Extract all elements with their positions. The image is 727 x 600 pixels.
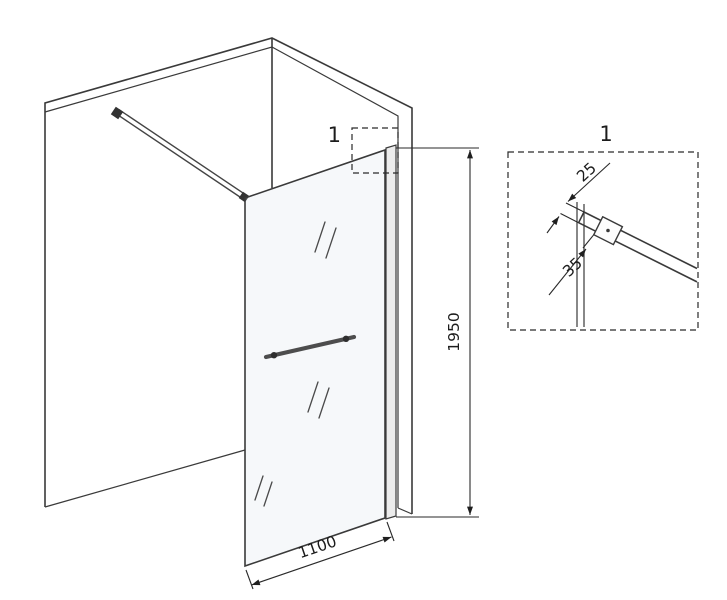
detail-35-leader bbox=[548, 248, 587, 296]
wall-mount-profile bbox=[385, 144, 397, 520]
wall-inner-edges bbox=[44, 46, 413, 515]
detail-bar bbox=[577, 211, 698, 283]
glass-pane bbox=[244, 148, 386, 568]
support-bar-wall-mount bbox=[110, 106, 124, 120]
detail-25-label: 25 bbox=[573, 159, 600, 186]
detail-clamp-screw bbox=[606, 228, 610, 233]
detail-callout: 1 bbox=[328, 123, 399, 174]
towel-rail-mount-right bbox=[342, 335, 350, 342]
towel-rail-bar bbox=[263, 334, 357, 360]
width-extension-lines bbox=[245, 521, 395, 590]
towel-rail-mount-left bbox=[270, 352, 278, 359]
height-dimension-label: 1950 bbox=[445, 312, 463, 351]
detail-25-extension-lines bbox=[560, 202, 585, 224]
detail-callout-box bbox=[351, 127, 399, 174]
wall bbox=[44, 37, 413, 515]
towel-rail bbox=[263, 334, 357, 360]
support-bar-body bbox=[115, 108, 249, 202]
detail-callout-label: 1 bbox=[328, 123, 341, 147]
detail-view: 1 25 35 bbox=[507, 122, 699, 331]
detail-25-leader-bottom bbox=[546, 216, 560, 234]
support-bar bbox=[110, 106, 250, 203]
height-extension-lines bbox=[396, 147, 479, 518]
support-bar-glass-clamp bbox=[238, 191, 250, 203]
detail-25-leader-top bbox=[567, 162, 611, 202]
detail-35-extension-line bbox=[582, 234, 595, 249]
glass-shine-marks bbox=[254, 221, 337, 507]
detail-view-label: 1 bbox=[599, 122, 612, 146]
detail-dimension-35: 35 bbox=[548, 234, 595, 296]
width-dimension: 1100 bbox=[245, 521, 395, 590]
width-dimension-line bbox=[251, 536, 392, 586]
height-dimension: 1950 bbox=[396, 147, 479, 518]
wall-outline bbox=[44, 37, 413, 514]
glass-panel bbox=[244, 144, 397, 568]
detail-view-box bbox=[507, 151, 699, 331]
detail-glass-edge bbox=[576, 202, 585, 327]
